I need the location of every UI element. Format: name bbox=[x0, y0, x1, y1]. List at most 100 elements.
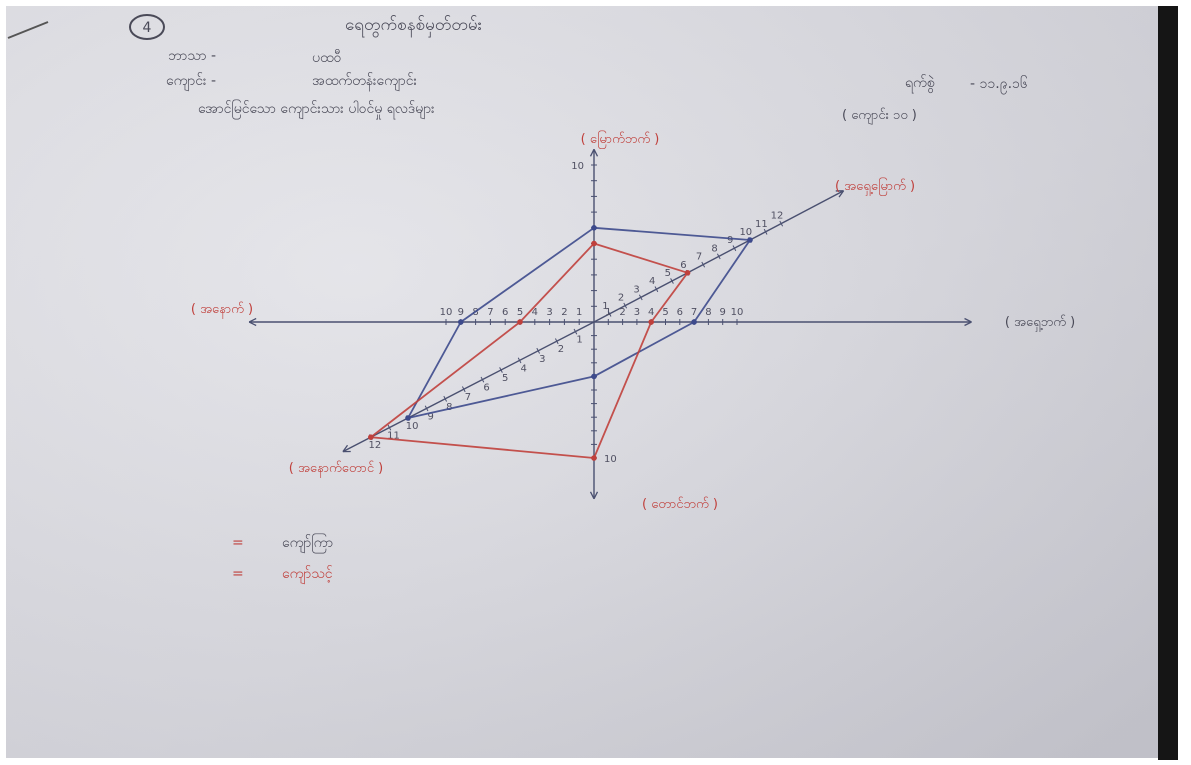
tick-southwest-4 bbox=[517, 357, 522, 364]
tick-southwest-8 bbox=[443, 395, 448, 402]
tick-label-west: 9 bbox=[458, 307, 464, 318]
arrowhead-north bbox=[589, 149, 599, 157]
dark-edge bbox=[1158, 6, 1178, 760]
tick-northeast-12 bbox=[779, 220, 784, 227]
tick-label-northeast: 2 bbox=[618, 293, 624, 304]
tick-northeast-4 bbox=[654, 286, 659, 293]
tick-northeast-2 bbox=[623, 302, 628, 309]
page-title: ရေတွက်စနစ်မှတ်တမ်း bbox=[345, 15, 482, 38]
tick-label-east: 6 bbox=[677, 307, 683, 318]
legend-label-2: ကျော်သင့် bbox=[282, 566, 333, 584]
series-2-point-northeast bbox=[684, 270, 691, 276]
tick-label-northeast: 7 bbox=[696, 252, 702, 263]
tick-label-southwest: 5 bbox=[502, 373, 508, 384]
tick-label-west: 5 bbox=[517, 307, 523, 318]
tick-label-west: 2 bbox=[561, 307, 567, 318]
tick-label-northeast: 12 bbox=[771, 211, 784, 222]
tick-label-east: 7 bbox=[691, 307, 697, 318]
subject-label: ဘာသာ - bbox=[168, 48, 216, 64]
arrowhead-east bbox=[964, 317, 972, 327]
series-2-point-southwest bbox=[368, 434, 374, 441]
tick-northeast-9 bbox=[732, 245, 737, 252]
tick-label-southwest: 7 bbox=[465, 392, 471, 403]
tick-southwest-7 bbox=[461, 386, 466, 393]
school-label: ကျောင်း - bbox=[166, 73, 216, 91]
tick-label-east: 8 bbox=[705, 307, 711, 318]
arrowhead-southwest bbox=[342, 444, 351, 453]
tick-label-southwest: 2 bbox=[558, 344, 564, 355]
tick-label-south: 10 bbox=[604, 454, 617, 465]
series-1-point-west bbox=[458, 319, 464, 325]
tick-label-west: 7 bbox=[487, 307, 493, 318]
tick-northeast-8 bbox=[716, 253, 721, 260]
tick-northeast-7 bbox=[701, 261, 706, 268]
tick-label-east: 4 bbox=[648, 307, 654, 318]
page-number: 4 bbox=[143, 20, 152, 36]
series-1-point-southwest bbox=[405, 415, 411, 421]
tick-label-east: 1 bbox=[605, 307, 611, 318]
arrowhead-south bbox=[589, 491, 599, 500]
page-number-circle bbox=[129, 14, 165, 40]
tick-label-east: 10 bbox=[731, 307, 744, 318]
tick-label-northeast: 11 bbox=[755, 219, 768, 230]
tick-label-southwest: 3 bbox=[539, 354, 545, 365]
series-2-point-south bbox=[591, 455, 597, 461]
tick-label-southwest: 4 bbox=[521, 363, 527, 374]
date-label: ရက်စွဲ bbox=[905, 75, 935, 93]
tick-label-southwest: 11 bbox=[387, 431, 400, 442]
tick-label-west: 10 bbox=[440, 307, 453, 318]
tick-southwest-9 bbox=[424, 405, 429, 412]
tick-label-northeast: 6 bbox=[680, 260, 686, 271]
tick-southwest-3 bbox=[536, 347, 541, 354]
tick-northeast-1 bbox=[607, 310, 612, 317]
tick-label-southwest: 8 bbox=[446, 402, 452, 413]
series-1-point-north bbox=[591, 225, 597, 231]
tick-label-northeast: 1 bbox=[602, 301, 608, 312]
tick-southwest-6 bbox=[480, 376, 485, 383]
series-2-point-north bbox=[591, 240, 597, 247]
pencil-stroke bbox=[7, 21, 49, 39]
label-north: ( မြောက်ဘက် ) bbox=[581, 130, 660, 149]
tick-label-southwest: 12 bbox=[369, 440, 382, 451]
series-1-point-south bbox=[591, 373, 597, 380]
arrowhead-northeast bbox=[835, 190, 845, 198]
note: ( ကျောင်း ၁၀ ) bbox=[842, 107, 917, 125]
axis-line-southwest bbox=[342, 321, 595, 453]
label-southwest: ( အနောက်တောင် ) bbox=[289, 460, 383, 478]
tick-label-east: 5 bbox=[662, 307, 668, 318]
legend-marker-2: = bbox=[232, 566, 244, 582]
tick-label-northeast: 4 bbox=[649, 276, 655, 287]
label-south: ( တောင်ဘက် ) bbox=[642, 496, 718, 512]
legend-marker-1: = bbox=[232, 535, 244, 551]
tick-label-west: 6 bbox=[502, 307, 508, 318]
series-1-point-east bbox=[691, 319, 697, 325]
subject-value: ပထဝီ bbox=[312, 50, 342, 66]
tick-label-northeast: 5 bbox=[665, 268, 671, 279]
label-northeast: ( အရှေ့မြောက် ) bbox=[835, 177, 915, 196]
chart-series bbox=[368, 225, 753, 461]
tick-label-west: 1 bbox=[576, 307, 582, 318]
tick-label-northeast: 8 bbox=[711, 243, 717, 254]
tick-label-east: 2 bbox=[619, 307, 625, 318]
tick-label-east: 9 bbox=[720, 307, 726, 318]
school-value: အထက်တန်းကျောင်း bbox=[312, 73, 418, 91]
tick-label-southwest: 10 bbox=[406, 421, 419, 432]
tick-label-northeast: 9 bbox=[727, 235, 733, 246]
tick-label-north: 10 bbox=[571, 161, 584, 172]
tick-southwest-11 bbox=[387, 424, 392, 431]
tick-label-southwest: 6 bbox=[483, 383, 489, 394]
tick-label-northeast: 10 bbox=[739, 227, 752, 238]
tick-northeast-11 bbox=[763, 228, 768, 235]
tick-label-southwest: 9 bbox=[428, 411, 434, 422]
tick-northeast-3 bbox=[638, 294, 643, 301]
direction-labels: ( မြောက်ဘက် ) ( တောင်ဘက် ) ( အရှေ့ဘက် ) … bbox=[191, 130, 1075, 512]
header: 4 ရေတွက်စနစ်မှတ်တမ်း ဘာသာ - ပထဝီ ကျောင်း… bbox=[129, 14, 1028, 125]
tick-northeast-5 bbox=[670, 278, 674, 284]
tick-southwest-5 bbox=[499, 367, 503, 373]
legend-label-1: ကျော်ကြာ bbox=[282, 534, 333, 553]
description: အောင်မြင်သော ကျောင်းသား ပါဝင်မှု ရလဒ်မျာ… bbox=[198, 100, 435, 119]
tick-southwest-1 bbox=[573, 328, 578, 335]
